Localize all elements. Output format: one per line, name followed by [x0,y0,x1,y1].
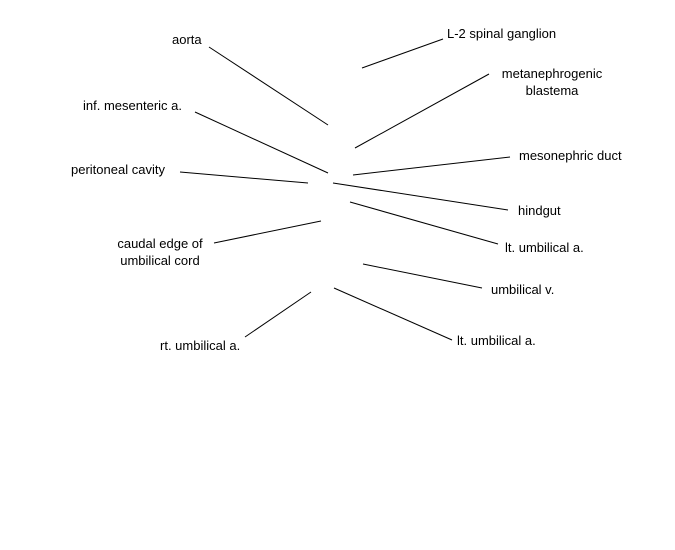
leader-aorta [208,46,329,126]
leader-l2-spinal-ganglion [361,38,444,69]
label-caudal-edge-line2: umbilical cord [120,253,200,268]
label-l2-spinal-ganglion: L-2 spinal ganglion [447,26,557,41]
label-peritoneal-cavity: peritoneal cavity [71,162,165,177]
label-lt-umbilical-a-upper: lt. umbilical a. [505,240,584,255]
label-lt-umbilical-a-lower: lt. umbilical a. [457,333,536,348]
leader-inf-mesenteric-a [194,111,329,174]
label-mesonephric-duct: mesonephric duct [519,148,622,163]
label-umbilical-v: umbilical v. [491,282,555,297]
label-caudal-edge-line1: caudal edge of [117,236,203,251]
leader-caudal-edge [213,220,322,244]
leader-rt-umbilical-a [244,291,312,338]
label-hindgut: hindgut [518,203,561,218]
leader-hindgut [332,182,509,211]
label-caudal-edge-of-umbilical-cord: caudal edge of umbilical cord [108,235,212,269]
label-aorta: aorta [172,32,202,47]
label-metanephrogenic-line2: blastema [525,83,579,98]
leader-lt-umbilical-a-lower [333,287,453,341]
leader-lt-umbilical-a-upper [349,201,499,245]
leader-metanephrogenic [354,73,490,149]
label-metanephrogenic-line1: metanephrogenic [501,66,603,81]
leader-peritoneal-cavity [179,171,309,184]
leader-umbilical-v [362,263,483,289]
label-metanephrogenic-blastema: metanephrogenic blastema [491,65,613,99]
leader-mesonephric-duct [352,156,511,176]
label-rt-umbilical-a: rt. umbilical a. [160,338,241,353]
label-inf-mesenteric-a: inf. mesenteric a. [83,98,182,113]
